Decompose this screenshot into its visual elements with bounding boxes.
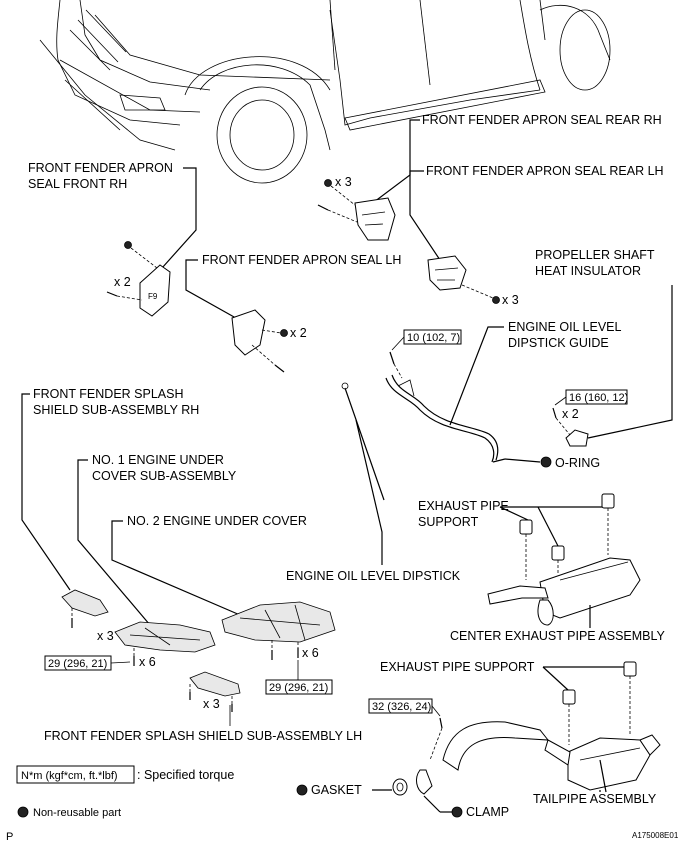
qty-x2-front-rh: x 2 <box>114 275 131 289</box>
label-exhaust-support-1: EXHAUST PIPE <box>418 499 509 513</box>
qty-x3-splash-lh: x 3 <box>203 697 220 711</box>
exhaust-rubber-support <box>519 519 533 535</box>
qty-x6-cover2: x 6 <box>302 646 319 660</box>
clip-icon <box>280 329 288 337</box>
torque-box-cover2 <box>265 679 333 695</box>
label-tailpipe: TAILPIPE ASSEMBLY <box>533 792 657 806</box>
torque-propeller: 16 (160, 12) <box>569 392 628 404</box>
dipstick-guide-group: ENGINE OIL LEVEL DIPSTICK GUIDE 10 (102,… <box>385 320 622 470</box>
label-propeller-2: HEAT INSULATOR <box>535 264 641 278</box>
label-center-exhaust: CENTER EXHAUST PIPE ASSEMBLY <box>450 629 666 643</box>
apron-seal-lh <box>231 309 266 356</box>
apron-seal-lh-group: FRONT FENDER APRON SEAL LH x 2 <box>185 253 401 373</box>
propeller-heat-insulator <box>565 429 589 447</box>
no1-engine-under-cover <box>114 621 216 653</box>
legend-torque-unit: N*m (kgf*cm, ft.*lbf) <box>21 770 118 782</box>
qty-x3-rear-lh: x 3 <box>502 293 519 307</box>
qty-x3-splash-rh: x 3 <box>97 629 114 643</box>
figure-id: A175008E01 <box>632 831 679 840</box>
torque-cover2: 29 (296, 21) <box>269 682 328 694</box>
vehicle-illustration <box>39 0 611 184</box>
apron-seal-front-rh <box>139 264 171 317</box>
torque-cover1: 29 (296, 21) <box>48 658 107 670</box>
label-apron-seal-rear-rh: FRONT FENDER APRON SEAL REAR RH <box>422 113 662 127</box>
non-reusable-icon <box>296 784 308 796</box>
label-apron-seal-front-rh-2: SEAL FRONT RH <box>28 177 127 191</box>
legend: N*m (kgf*cm, ft.*lbf) : Specified torque… <box>16 765 234 819</box>
clip-icon <box>324 179 332 187</box>
exhaust-rubber-support <box>601 493 615 509</box>
exhaust-rubber-support <box>562 689 576 705</box>
label-under-cover-1-b: COVER SUB-ASSEMBLY <box>92 469 237 483</box>
label-splash-rh-1: FRONT FENDER SPLASH <box>33 387 184 401</box>
exhaust-support-rear-group: EXHAUST PIPE SUPPORT <box>380 660 637 745</box>
legend-torque-box <box>16 765 135 784</box>
splash-lh-group: x 3 FRONT FENDER SPLASH SHIELD SUB-ASSEM… <box>44 671 362 743</box>
label-splash-lh: FRONT FENDER SPLASH SHIELD SUB-ASSEMBLY … <box>44 729 362 743</box>
label-apron-seal-rear-lh: FRONT FENDER APRON SEAL REAR LH <box>426 164 664 178</box>
gasket <box>392 778 408 796</box>
tailpipe-group: 32 (326, 24) TAILPIPE ASSEMBLY <box>368 698 661 806</box>
exhaust-rubber-support <box>551 545 565 561</box>
torque-dipstick-guide: 10 (102, 7) <box>407 332 460 344</box>
under-cover-1-group: NO. 1 ENGINE UNDER COVER SUB-ASSEMBLY 29… <box>44 453 237 671</box>
label-under-cover-1-a: NO. 1 ENGINE UNDER <box>92 453 224 467</box>
label-o-ring: O-RING <box>555 456 600 470</box>
clamp <box>416 769 433 795</box>
center-exhaust-group: CENTER EXHAUST PIPE ASSEMBLY <box>450 557 666 643</box>
propeller-insulator-group: PROPELLER SHAFT HEAT INSULATOR 16 (160, … <box>535 248 673 447</box>
label-dipstick: ENGINE OIL LEVEL DIPSTICK <box>286 569 461 583</box>
label-clamp: CLAMP <box>466 805 509 819</box>
splash-shield-rh <box>61 589 109 617</box>
label-splash-rh-2: SHIELD SUB-ASSEMBLY RH <box>33 403 199 417</box>
label-apron-seal-lh: FRONT FENDER APRON SEAL LH <box>202 253 401 267</box>
apron-seal-front-rh-group: FRONT FENDER APRON SEAL FRONT RH F9 x 2 <box>28 161 197 317</box>
qty-x6-cover1: x 6 <box>139 655 156 669</box>
under-cover-2-group: NO. 2 ENGINE UNDER COVER x 6 29 (296, 21… <box>111 514 336 695</box>
footer-left-mark: P <box>6 831 13 843</box>
tailpipe-muffler <box>567 737 651 791</box>
label-apron-seal-front-rh-1: FRONT FENDER APRON <box>28 161 173 175</box>
label-dipstick-guide-1: ENGINE OIL LEVEL <box>508 320 622 334</box>
label-under-cover-2: NO. 2 ENGINE UNDER COVER <box>127 514 307 528</box>
qty-x2-seal-lh: x 2 <box>290 326 307 340</box>
apron-seal-rear-rh <box>354 197 396 241</box>
no2-engine-under-cover <box>221 601 336 643</box>
center-exhaust-pipe <box>487 585 549 605</box>
apron-seal-rear-rh-group: FRONT FENDER APRON SEAL REAR RH x 3 <box>317 113 662 241</box>
tailpipe <box>442 721 550 771</box>
exhaust-rubber-support <box>623 661 637 677</box>
qty-x3-rear-rh: x 3 <box>335 175 352 189</box>
torque-tailpipe: 32 (326, 24) <box>372 701 431 713</box>
label-exhaust-support-rear: EXHAUST PIPE SUPPORT <box>380 660 535 674</box>
label-propeller-1: PROPELLER SHAFT <box>535 248 655 262</box>
part-marking: F9 <box>148 292 158 301</box>
gasket-clamp-group: GASKET CLAMP <box>296 769 509 819</box>
label-gasket: GASKET <box>311 783 362 797</box>
dipstick-guide <box>385 377 495 463</box>
apron-seal-rear-lh-group: FRONT FENDER APRON SEAL REAR LH x 3 <box>409 164 664 307</box>
non-reusable-icon <box>540 456 552 468</box>
splash-rh-group: FRONT FENDER SPLASH SHIELD SUB-ASSEMBLY … <box>21 387 199 643</box>
qty-x2-propeller: x 2 <box>562 407 579 421</box>
label-dipstick-guide-2: DIPSTICK GUIDE <box>508 336 609 350</box>
dipstick-group: ENGINE OIL LEVEL DIPSTICK <box>286 382 461 583</box>
apron-seal-rear-lh <box>427 255 467 291</box>
legend-non-reusable: Non-reusable part <box>33 807 121 819</box>
exhaust-support-center-group: EXHAUST PIPE SUPPORT <box>418 493 615 580</box>
label-exhaust-support-2: SUPPORT <box>418 515 479 529</box>
splash-shield-lh <box>189 671 241 697</box>
legend-torque-text: : Specified torque <box>137 768 234 782</box>
oil-dipstick <box>344 387 385 501</box>
non-reusable-icon <box>17 806 29 818</box>
clip-icon <box>492 296 500 304</box>
clip-icon <box>124 241 132 249</box>
non-reusable-icon <box>451 806 463 818</box>
